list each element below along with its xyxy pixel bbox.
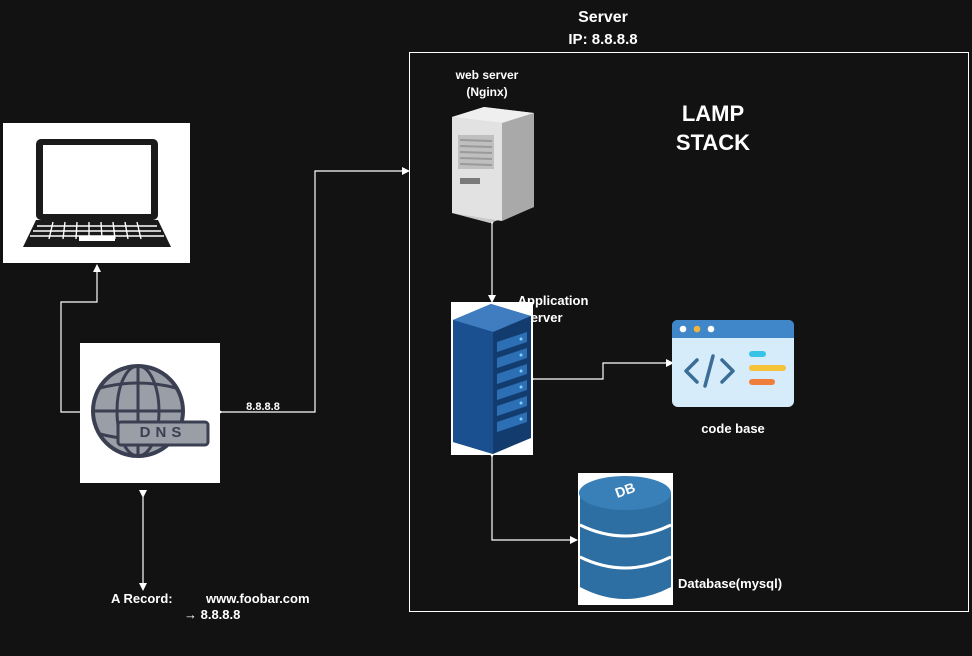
web-server-label-line1: web server <box>455 68 519 82</box>
stack-title-line2: STACK <box>675 130 751 155</box>
dns-globe-icon <box>91 364 210 458</box>
code-base-icon <box>672 320 794 407</box>
code-base-label: code base <box>701 421 765 436</box>
server-ip: IP: 8.8.8.8 <box>568 31 638 48</box>
stack-title-line1: LAMP <box>681 101 745 126</box>
laptop-icon <box>23 139 171 247</box>
a-record-domain: www.foobar.com <box>206 591 310 606</box>
server-rack-icon <box>453 304 531 454</box>
database-icon <box>579 476 672 599</box>
app-server-card <box>451 302 533 455</box>
a-record-target: → 8.8.8.8 <box>184 607 241 622</box>
web-server-label-line2: (Nginx) <box>466 85 508 99</box>
dns-card: DNS <box>80 343 220 483</box>
web-server-icon <box>452 107 534 223</box>
app-server-label-line1: Application <box>517 293 589 308</box>
dns-edge-label: 8.8.8.8 <box>246 401 280 413</box>
edge-dns-server <box>215 167 410 416</box>
dns-label: DNS <box>139 424 187 441</box>
server-title: Server <box>578 9 628 26</box>
database-card: DB <box>578 473 673 605</box>
a-record-prefix: A Record: <box>111 591 173 606</box>
app-server-label-line2: server <box>523 310 563 325</box>
database-label: Database(mysql) <box>678 576 783 591</box>
laptop-card <box>3 123 190 263</box>
